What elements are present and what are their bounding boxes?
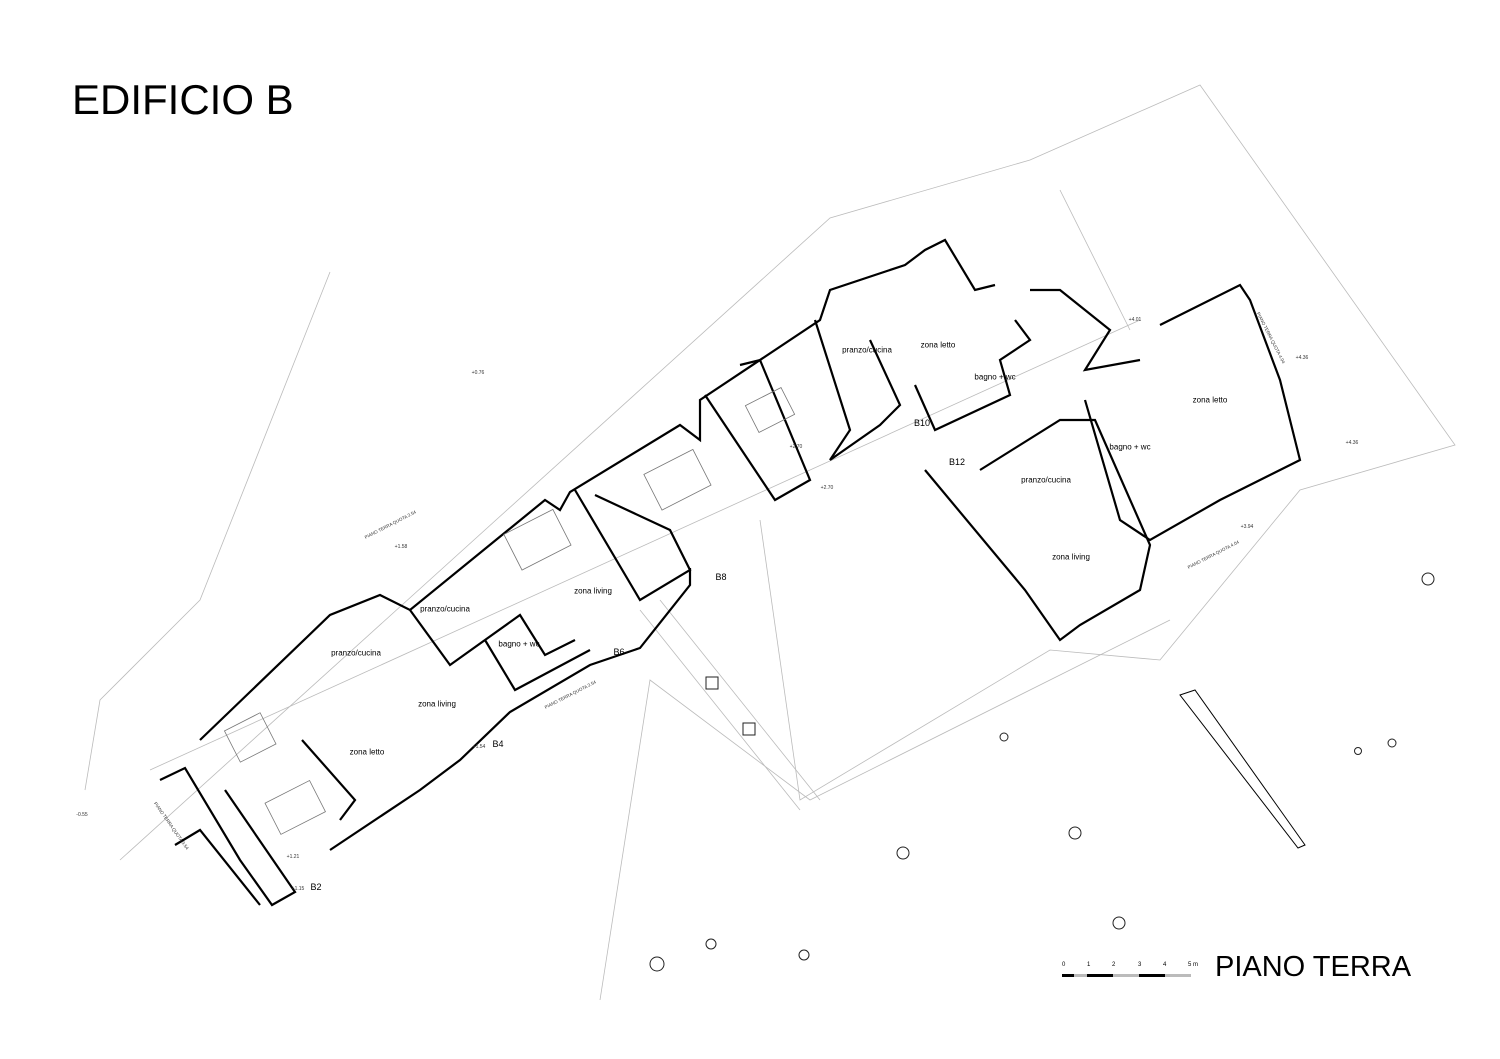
scale-tick: 1 [1087, 962, 1091, 968]
room-label: zona letto [349, 747, 385, 757]
scale-tick: 5 m [1188, 962, 1199, 968]
elevation-mark: +3.94 [1240, 524, 1254, 530]
room-label: zona letto [1192, 395, 1228, 405]
room-label: pranzo/cucina [842, 345, 892, 355]
elevation-mark: +1.15 [291, 886, 305, 892]
unit-code: B12 [948, 457, 966, 467]
room-label: pranzo/cucina [420, 604, 470, 614]
elevation-mark: +4.01 [1128, 317, 1142, 323]
elevation-mark: +2.70 [820, 485, 834, 491]
scale-tick: 4 [1163, 962, 1167, 968]
room-label: bagno + wc [974, 372, 1016, 382]
scale-tick: 2 [1112, 962, 1116, 968]
elevation-mark: +1.58 [394, 544, 408, 550]
scale-tick: 3 [1138, 962, 1142, 968]
room-label: zona living [418, 699, 456, 709]
unit-code: B4 [492, 739, 504, 749]
drawing-title: EDIFICIO B [72, 76, 294, 123]
room-label: pranzo/cucina [1021, 475, 1071, 485]
elevation-mark: +0.76 [471, 370, 485, 376]
unit-code: B6 [613, 647, 625, 657]
unit-code: B8 [715, 572, 727, 582]
scale-tick: 0 [1062, 962, 1066, 968]
elevation-mark: -0.55 [76, 812, 88, 818]
elevation-mark: +1.54 [472, 744, 486, 750]
elevation-mark: +4.36 [1345, 440, 1359, 446]
floor-title: PIANO TERRA [1215, 951, 1412, 983]
room-label: zona living [1052, 552, 1090, 562]
elevation-mark: +1.21 [286, 854, 300, 860]
walls [159, 238, 1302, 907]
trees [649, 572, 1435, 972]
unit-code: B10 [913, 418, 931, 428]
furniture [223, 387, 796, 835]
room-label: bagno + wc [1109, 442, 1151, 452]
scale-bar: 0 1 2 3 4 5 m [1062, 962, 1202, 982]
elevation-mark: +2.70 [789, 444, 803, 450]
room-label: zona letto [920, 340, 956, 350]
room-label: bagno + wc [498, 639, 540, 649]
elevation-mark: +4.36 [1295, 355, 1309, 361]
room-label: pranzo/cucina [331, 648, 381, 658]
site-lines [84, 84, 1456, 1001]
room-label: zona living [574, 586, 612, 596]
unit-code: B2 [310, 882, 322, 892]
